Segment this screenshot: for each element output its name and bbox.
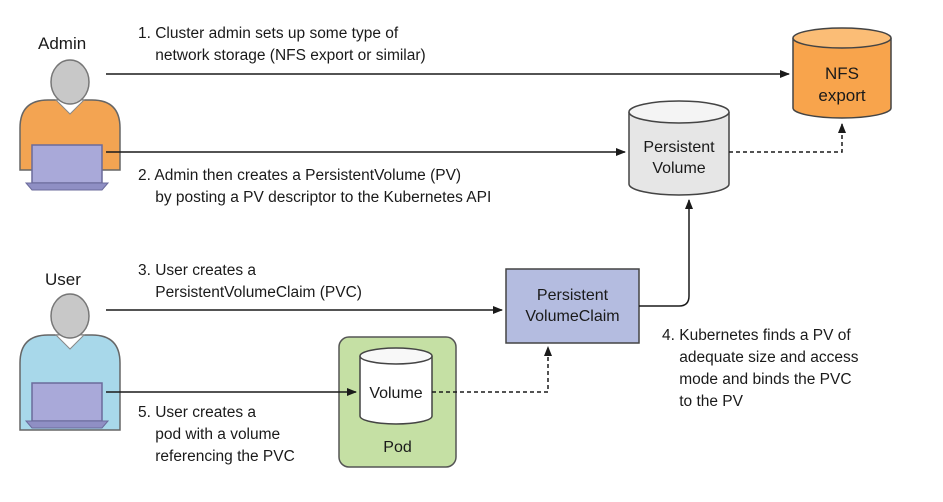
volume-to-pvc-dashed-arrow xyxy=(432,346,552,393)
pod-label: Pod xyxy=(383,439,412,456)
persistent-volume-cylinder xyxy=(628,100,730,196)
admin-person-icon xyxy=(19,59,121,191)
user-person-icon xyxy=(19,293,121,431)
pvc-box xyxy=(505,268,640,344)
volume-label: Volume xyxy=(369,385,423,402)
pv-to-nfs-dashed-arrow xyxy=(729,123,846,153)
step5-label: 5. User creates a pod with a volume refe… xyxy=(138,404,295,465)
nfs-export-cylinder xyxy=(792,27,892,119)
step2-label: 2. Admin then creates a PersistentVolume… xyxy=(138,167,492,206)
nfs-export-label: NFS export xyxy=(818,64,866,105)
step4-label: 4. Kubernetes finds a PV of adequate siz… xyxy=(662,327,859,410)
pvc-label: Persistent VolumeClaim xyxy=(525,287,620,325)
user-laptop-icon xyxy=(24,382,110,429)
persistent-volume-label: Persistent Volume xyxy=(643,139,715,177)
admin-label: Admin xyxy=(38,34,87,53)
user-label: User xyxy=(45,270,81,289)
volume-cylinder xyxy=(359,347,433,425)
step1-label: 1. Cluster admin sets up some type of ne… xyxy=(138,25,426,64)
step3-label: 3. User creates a PersistentVolumeClaim … xyxy=(138,262,362,301)
pvc-to-pv-arrow xyxy=(639,199,693,307)
admin-laptop-icon xyxy=(24,144,110,191)
